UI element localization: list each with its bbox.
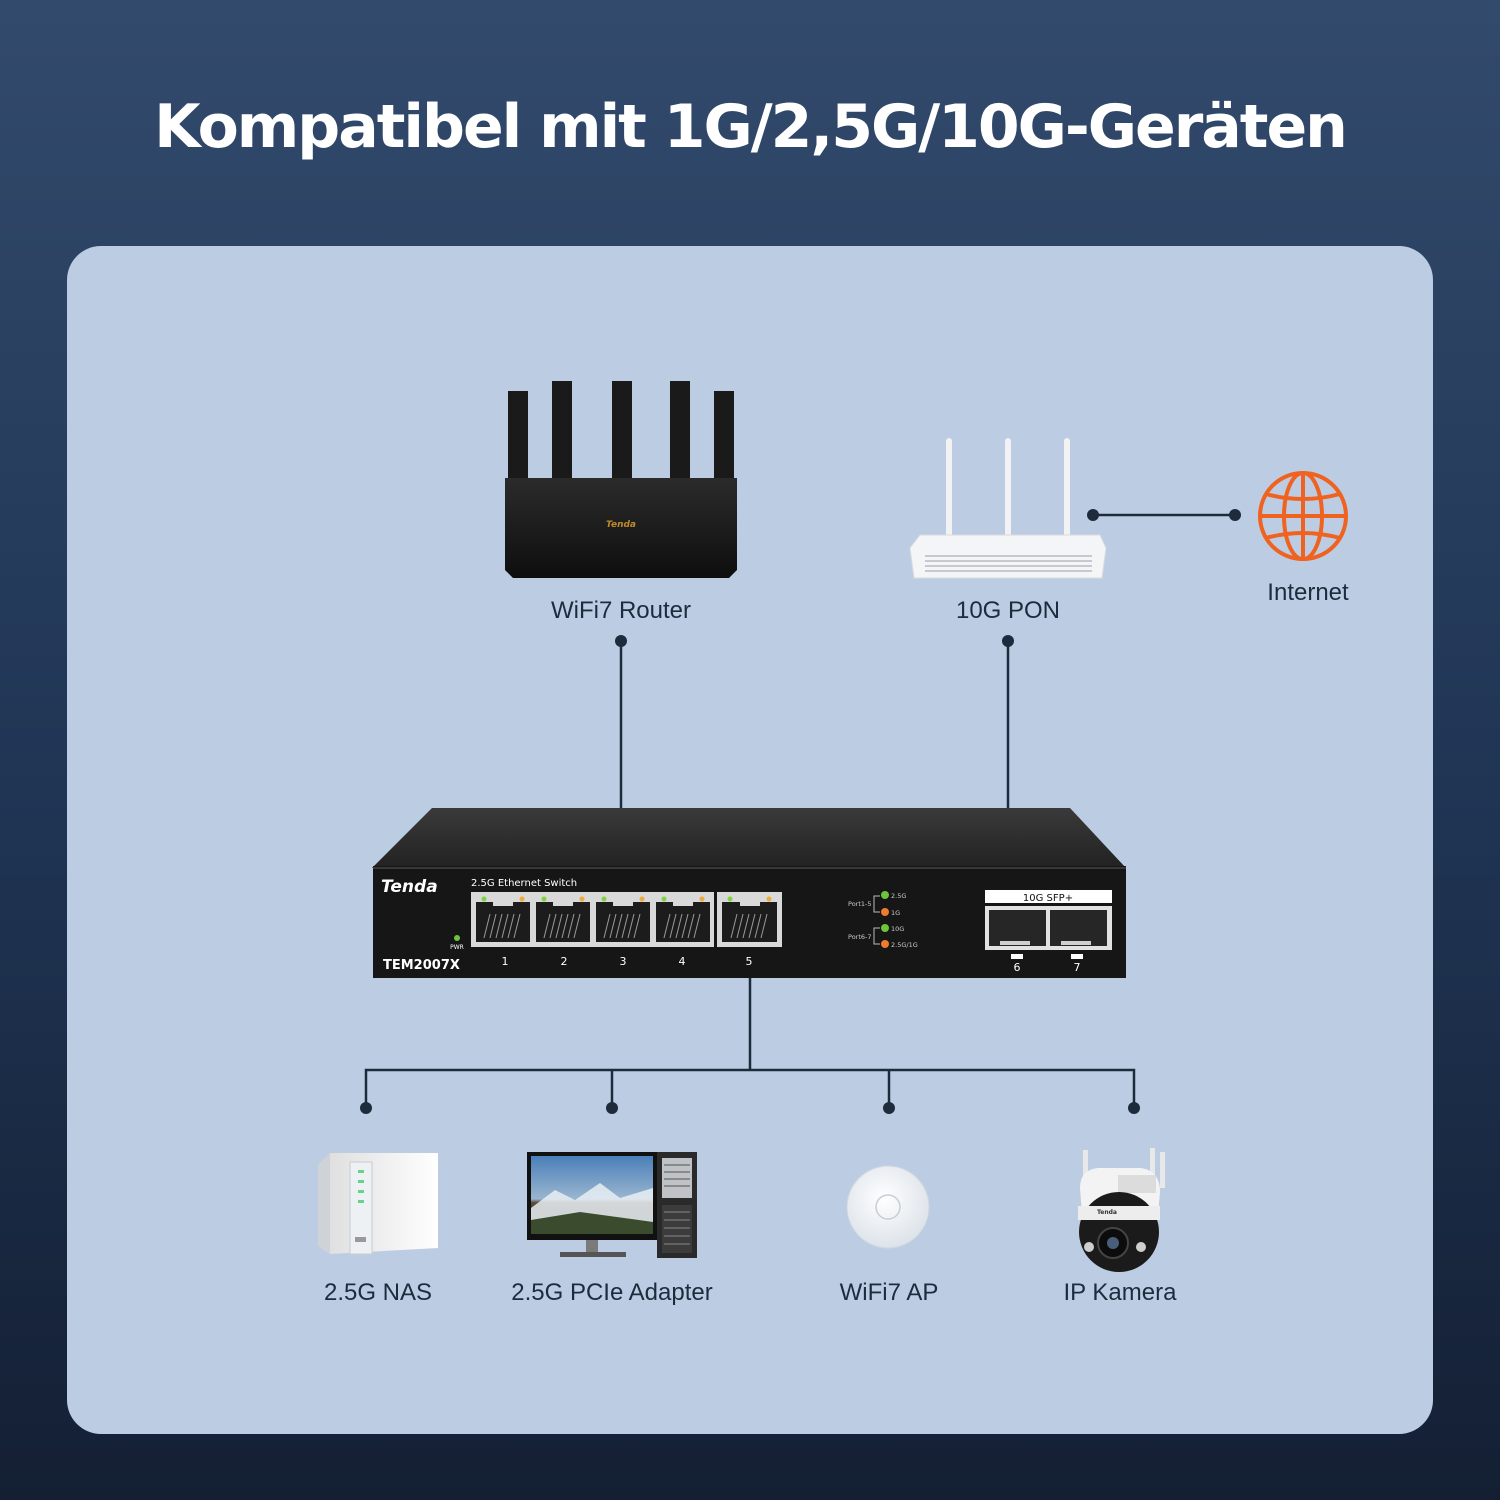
label-internet: Internet [1267, 579, 1349, 606]
ap-device-image [846, 1165, 930, 1249]
sfp-label: 10G SFP+ [1023, 893, 1073, 904]
label-10g-pon: 10G PON [955, 597, 1061, 624]
wifi7-router-image: Tenda [505, 381, 737, 578]
switch-subtitle: 2.5G Ethernet Switch [471, 878, 577, 889]
connection-dots [360, 509, 1241, 1114]
dot-internet [1229, 509, 1241, 521]
label-wifi7-ap: WiFi7 AP [839, 1279, 939, 1306]
label-nas: 2.5G NAS [323, 1279, 433, 1306]
sfp-port-block [985, 890, 1112, 959]
pon-device-image [909, 438, 1107, 579]
led-group2-b: 2.5G/1G [891, 941, 918, 949]
link-distribution-bus [364, 1068, 1136, 1108]
label-pcie-adapter: 2.5G PCIe Adapter [511, 1279, 713, 1306]
dot-ap [883, 1102, 895, 1114]
dot-pcie [606, 1102, 618, 1114]
dot-nas [360, 1102, 372, 1114]
globe-icon [1258, 471, 1348, 561]
router-brand-text: Tenda [606, 520, 636, 530]
nas-device-image [318, 1153, 438, 1255]
dot-camera [1128, 1102, 1140, 1114]
switch-model: TEM2007X [383, 958, 460, 973]
connection-lines [364, 513, 1235, 1108]
led-group2-label: Port6-7 [848, 933, 872, 941]
led-group1-a: 2.5G [891, 892, 906, 900]
sfp-port-6-label: 6 [1014, 961, 1021, 974]
dot-router [615, 635, 627, 647]
label-ip-kamera: IP Kamera [1063, 1279, 1177, 1306]
pc-device-image [527, 1152, 697, 1258]
camera-brand-text: Tenda [1097, 1209, 1117, 1216]
page-title: Kompatibel mit 1G/2,5G/10G-Geräten [154, 92, 1348, 162]
port-4-label: 4 [679, 955, 686, 968]
led-group1-label: Port1-5 [848, 900, 872, 908]
port-2-label: 2 [561, 955, 568, 968]
dot-pon [1002, 635, 1014, 647]
led-group1-b: 1G [891, 909, 900, 917]
port-5-label: 5 [746, 955, 753, 968]
led-legend [454, 891, 889, 948]
sfp-port-7-label: 7 [1074, 961, 1081, 974]
camera-device-image: Tenda [1078, 1148, 1165, 1272]
switch-device-image [372, 808, 1126, 978]
port-3-label: 3 [620, 955, 627, 968]
switch-brand-logo: Tenda [381, 877, 438, 897]
pwr-label: PWR [450, 944, 464, 951]
port-1-label: 1 [502, 955, 509, 968]
dot-pon-right [1087, 509, 1099, 521]
rj45-port-block [471, 892, 782, 947]
led-group2-a: 10G [891, 925, 904, 933]
label-wifi7-router: WiFi7 Router [550, 597, 692, 624]
